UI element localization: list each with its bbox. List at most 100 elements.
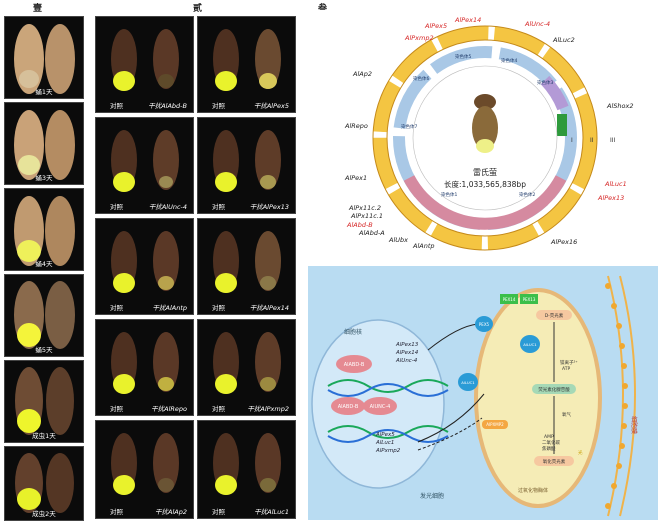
gene-label: AlUnc-4 — [395, 358, 418, 364]
cell-label: 发光细胞 — [420, 492, 444, 500]
pupa-image — [14, 110, 75, 180]
rnai-photo-unc-4: 对照 干扰AlUnc-4 — [95, 117, 194, 214]
firefly-pair-image — [213, 332, 281, 394]
firefly-pair-image — [213, 29, 281, 91]
tf-abd-b-2 — [331, 397, 365, 415]
gene-label: AlPxmp2 — [404, 34, 434, 42]
gene-label: AlPxmp2 — [375, 448, 401, 454]
gene-label: AlLuc1 — [375, 440, 394, 446]
dev-photo-3: 蛹4天 — [4, 188, 84, 271]
gene-label: AlPex13 — [395, 342, 419, 348]
gene-label: AlShox2 — [606, 102, 633, 110]
pupa-image — [14, 281, 75, 349]
protein-pxmp2 — [482, 420, 508, 429]
svg-text:PEX14: PEX14 — [503, 297, 516, 302]
tf-abd-b-1 — [336, 355, 372, 373]
pupa-image — [14, 196, 75, 266]
gene-label: AlAbd-A — [358, 229, 385, 237]
dev-photo-5: 成虫1天 — [4, 360, 84, 443]
protein-pex13 — [520, 294, 538, 304]
dev-photo-4: 蛹5天 — [4, 274, 84, 357]
svg-text:AlUNC-4: AlUNC-4 — [370, 404, 391, 410]
adult-image — [15, 453, 74, 513]
svg-text:AlLUC1: AlLUC1 — [461, 380, 475, 385]
firefly-pair-image — [111, 130, 179, 192]
chromosome-label: 染色体7 — [401, 123, 417, 130]
genome-circos-diagram: 雷氏萤 长度:1,033,565,838bp I II III AlPex5 A… — [305, 10, 657, 255]
gene-label: AlPex1 — [344, 174, 367, 182]
nucleus-label: 细胞核 — [344, 328, 362, 336]
chromosome-ring — [393, 46, 577, 230]
gene-label: AlPx11c.1 — [350, 212, 383, 220]
dna-helix-2 — [327, 425, 449, 439]
rnai-photo-pxmp2: 对照 干扰AlPxmp2 — [197, 319, 296, 416]
firefly-pair-image — [213, 231, 281, 293]
gene-label: AlPex13 — [597, 194, 624, 202]
chromosome-label: 染色体2 — [519, 191, 535, 198]
firefly-pair-image — [111, 433, 179, 495]
peroxisome-label: 过氧化物酶体 — [518, 487, 548, 494]
firefly-center-icon — [472, 94, 498, 153]
step-oxyluciferin — [534, 456, 574, 466]
species-name: 雷氏萤 — [473, 167, 497, 177]
svg-text:PEX13: PEX13 — [523, 297, 536, 302]
gene-label: AlAp2 — [352, 70, 372, 78]
ring-label-iii: III — [610, 137, 616, 144]
arrow — [417, 393, 485, 443]
gene-label: AlPex5 — [424, 22, 447, 30]
gene-label: AlPex16 — [550, 238, 577, 246]
firefly-pair-image — [213, 433, 281, 495]
gene-label: AlPex14 — [454, 16, 481, 24]
firefly-pair-image — [111, 29, 179, 91]
svg-text:AlABD-B: AlABD-B — [338, 404, 359, 410]
outer-ring-edge — [372, 25, 598, 251]
gene-label: AlRepo — [344, 122, 368, 130]
rnai-photo-repo: 对照 干扰AlRepo — [95, 319, 194, 416]
outer-ring — [373, 26, 597, 250]
rnai-photo-pex14: 对照 干扰AlPex14 — [197, 218, 296, 315]
svg-text:AlLUC1: AlLUC1 — [523, 342, 537, 347]
rnai-photo-pex5: 对照 干扰AlPex5 — [197, 16, 296, 113]
highlight-segment — [557, 114, 567, 136]
svg-text:D-荧光素: D-荧光素 — [545, 312, 564, 319]
svg-text:二氧化碳: 二氧化碳 — [542, 439, 560, 446]
arrow — [427, 323, 479, 351]
gene-label: AlPex5 — [375, 432, 395, 438]
gene-label: AlUnc-4 — [524, 20, 550, 28]
svg-text:荧光素化腺苷酸: 荧光素化腺苷酸 — [538, 386, 570, 393]
adult-image — [15, 367, 74, 435]
chromosome-arc-1 — [403, 175, 567, 230]
light-label: 光 — [578, 449, 583, 456]
rnai-photo-abd-b: 对照 干扰AlAbd-B — [95, 16, 194, 113]
svg-text:氧化荧光素: 氧化荧光素 — [543, 458, 566, 465]
svg-text:ATP: ATP — [562, 366, 570, 372]
svg-text:PEX5: PEX5 — [479, 322, 490, 327]
dev-photo-1: 蛹1天 — [4, 16, 84, 99]
svg-text:AlABD-B: AlABD-B — [344, 362, 365, 368]
svg-text:镁离子²⁺: 镁离子²⁺ — [560, 359, 578, 366]
panel-label-two: 贰 — [193, 4, 203, 14]
rnai-photo-antp: 对照 干扰AlAntp — [95, 218, 194, 315]
chromosome-arc-2 — [540, 75, 569, 111]
protein-pex5 — [475, 316, 493, 332]
chromosome-label: 染色体3 — [537, 79, 553, 86]
luminescence-pathway-diagram: 细胞膜 细胞核 AlABD-B AlABD-B AlUNC-4 AlPex13 … — [308, 266, 658, 520]
dev-photo-2: 蛹3天 — [4, 102, 84, 185]
step-adenylate — [532, 384, 576, 394]
svg-text:氧气: 氧气 — [562, 411, 571, 418]
protein-pex14 — [500, 294, 518, 304]
arrow — [417, 417, 483, 451]
firefly-pair-image — [213, 130, 281, 192]
firefly-pair-image — [111, 332, 179, 394]
genome-length: 长度:1,033,565,838bp — [444, 179, 526, 189]
step-luciferin — [536, 310, 572, 320]
dev-photo-6: 成虫2天 — [4, 446, 84, 521]
panel-label-three: 叁 — [318, 4, 328, 14]
gene-label: AlLuc2 — [552, 36, 575, 44]
ring-label-ii: II — [590, 137, 594, 144]
gene-label: AlPx11c.2 — [348, 204, 381, 212]
peroxisome — [474, 288, 602, 508]
gene-label: AlUbx — [388, 236, 408, 244]
gene-label: AlAntp — [412, 242, 435, 250]
svg-text:AlPXMP2: AlPXMP2 — [486, 422, 504, 427]
